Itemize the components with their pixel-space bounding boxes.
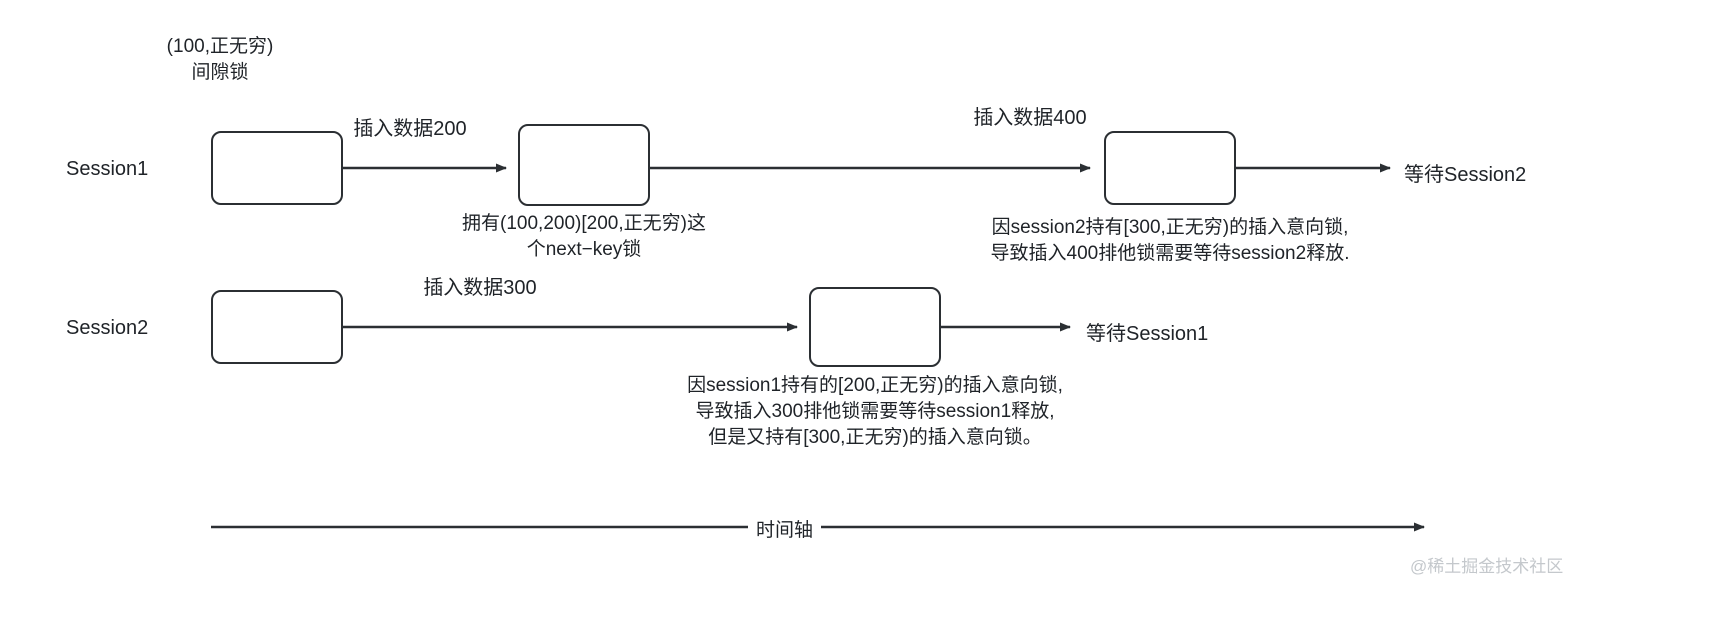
session1-end-label: 等待Session2 — [1404, 164, 1527, 186]
session2-step1-box[interactable] — [211, 290, 343, 364]
session1-step2-caption-line1: 拥有(100,200)[200,正无穷)这 — [462, 213, 706, 234]
session2-step2-caption: 因session1持有的[200,正无穷)的插入意向锁, 导致插入300排他锁需… — [625, 373, 1125, 451]
session1-step2-box[interactable] — [518, 124, 650, 206]
session2-step2-caption-line1: 因session1持有的[200,正无穷)的插入意向锁, — [687, 375, 1063, 396]
gap-lock-note-line1: (100,正无穷) — [166, 36, 274, 57]
session1-step1-box[interactable] — [211, 131, 343, 205]
session2-step2-caption-line2: 导致插入300排他锁需要等待session1释放, — [695, 401, 1055, 422]
session2-end-label: 等待Session1 — [1086, 323, 1209, 345]
gap-lock-note: (100,正无穷) 间隙锁 — [140, 34, 300, 86]
session2-step2-box[interactable] — [809, 287, 941, 367]
session1-step3-caption-line1: 因session2持有[300,正无穷)的插入意向锁, — [991, 217, 1349, 238]
session2-step2-caption-line3: 但是又持有[300,正无穷)的插入意向锁。 — [708, 427, 1042, 448]
session1-step3-box[interactable] — [1104, 131, 1236, 205]
timeline-label: 时间轴 — [748, 515, 822, 542]
edge-label-insert-300: 插入数据300 — [423, 277, 537, 299]
lane-label-session1: Session1 — [66, 158, 149, 180]
edge-label-insert-200: 插入数据200 — [353, 118, 467, 140]
session1-step2-caption-line2: 个next−key锁 — [526, 239, 642, 260]
watermark: @稀土掘金技术社区 — [1410, 557, 1564, 576]
session1-step2-caption: 拥有(100,200)[200,正无穷)这 个next−key锁 — [434, 211, 734, 263]
gap-lock-note-line2: 间隙锁 — [191, 62, 249, 83]
session1-step3-caption: 因session2持有[300,正无穷)的插入意向锁, 导致插入400排他锁需要… — [920, 215, 1420, 267]
edge-label-insert-400: 插入数据400 — [973, 107, 1087, 129]
session1-step3-caption-line2: 导致插入400排他锁需要等待session2释放. — [990, 243, 1350, 264]
lane-label-session2: Session2 — [66, 317, 149, 339]
